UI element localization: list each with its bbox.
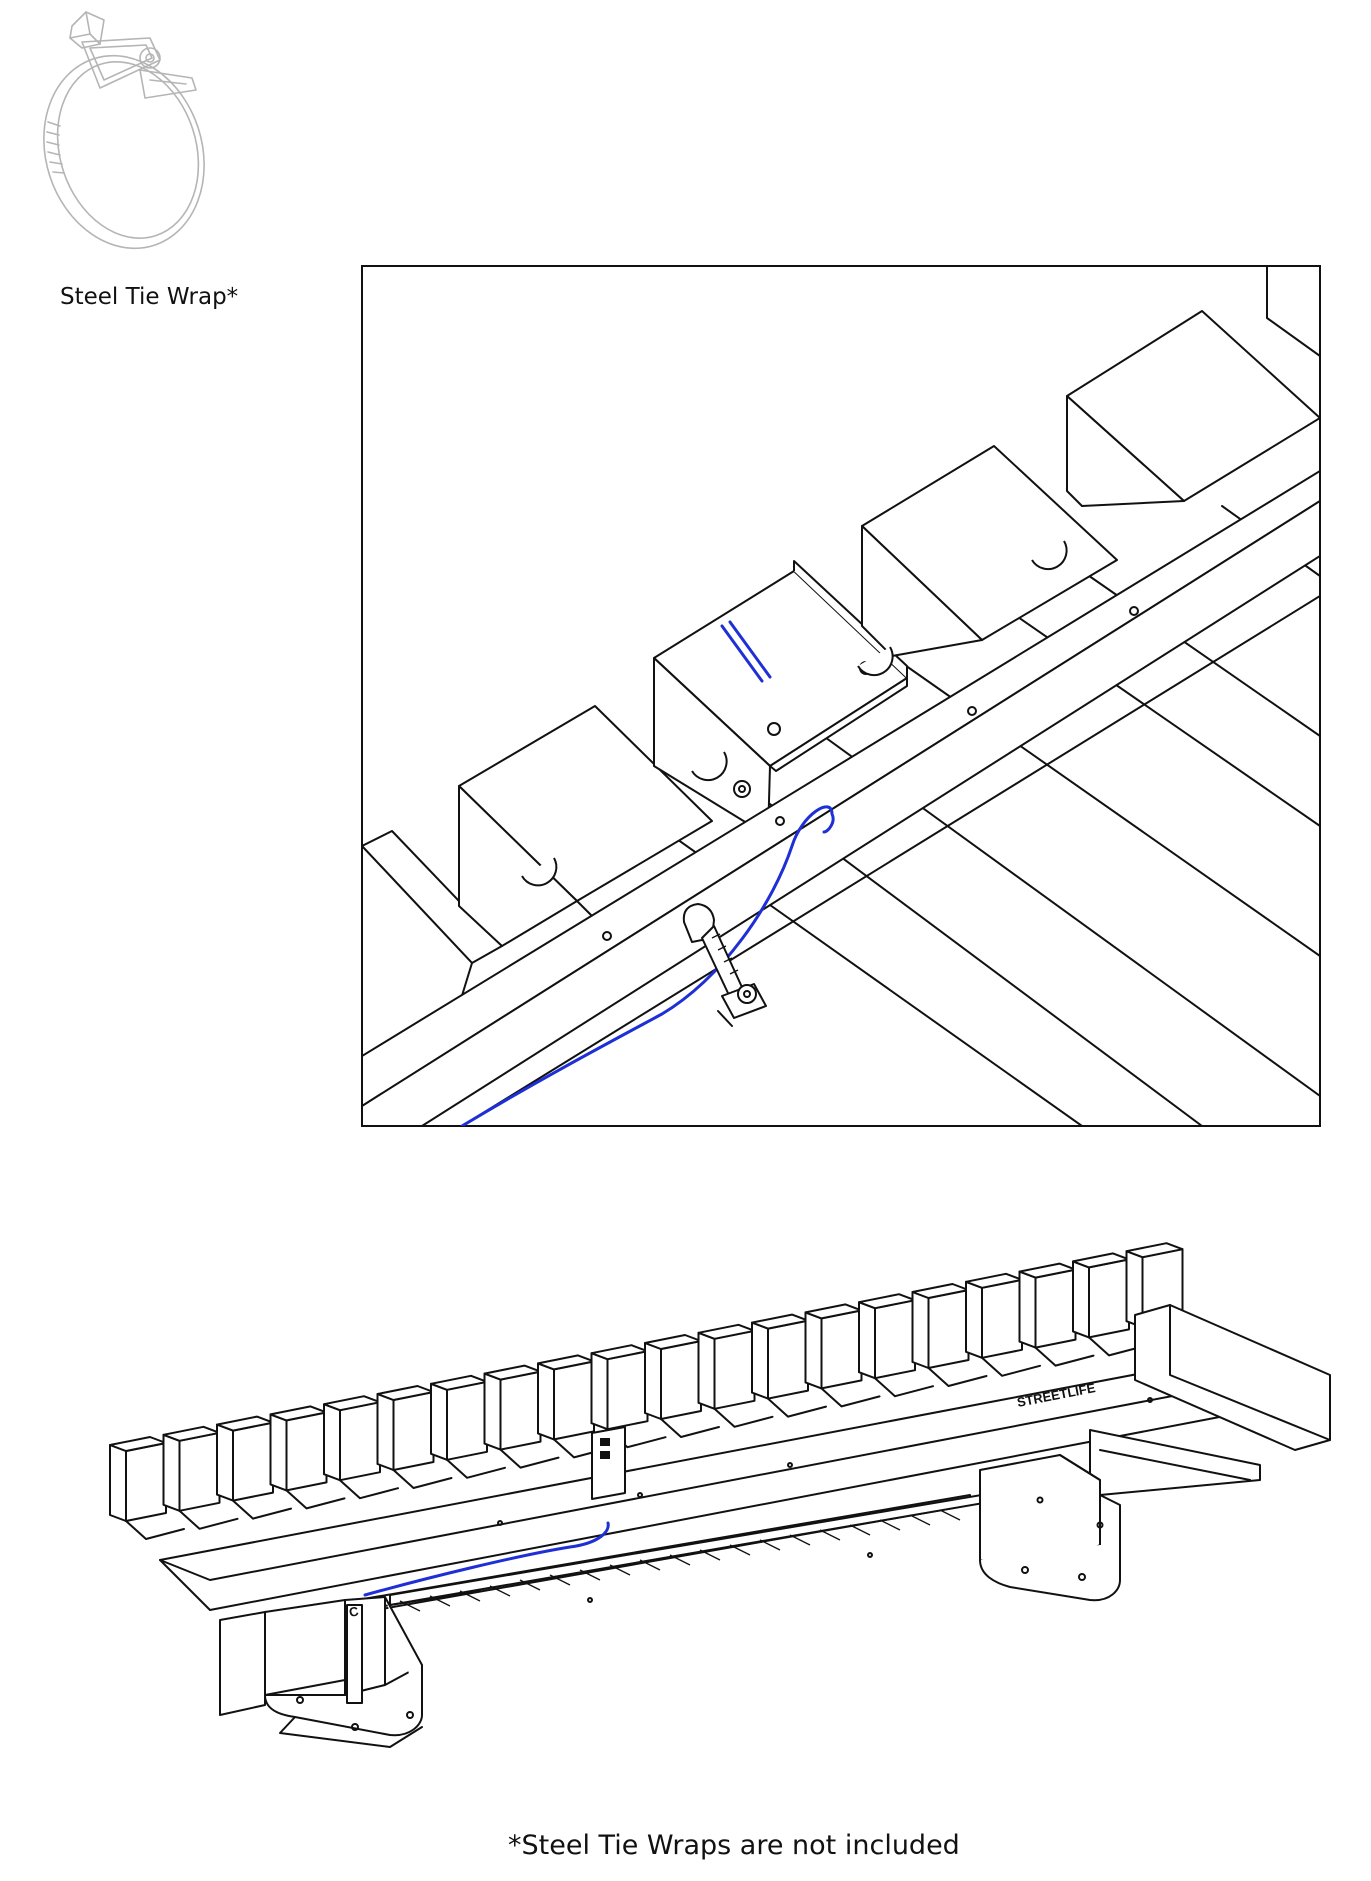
bench-slat: [323, 1395, 399, 1500]
bench-underside-view: STREETLIFE C: [100, 1242, 1340, 1755]
bench-slat: [590, 1344, 667, 1449]
bench-slat: [911, 1283, 988, 1387]
steel-tie-wrap-caption: Steel Tie Wrap*: [60, 284, 239, 310]
bench-slat: [216, 1415, 292, 1520]
bench-slat: [858, 1293, 934, 1398]
bench-slat: [376, 1385, 453, 1489]
bench-slat: [537, 1354, 613, 1459]
bench-cable: [363, 1521, 610, 1597]
bench-slat: [269, 1405, 346, 1510]
bench-slat: [109, 1436, 185, 1540]
cable-clamp-detail-view: [361, 265, 1322, 1128]
cable-clamp-detail: [361, 265, 1321, 1127]
bench-assembly-drawing: STREETLIFE C: [109, 1242, 1331, 1748]
bench-slat: [430, 1374, 506, 1479]
bench-slat: [483, 1364, 560, 1469]
bench-slat: [1018, 1262, 1095, 1367]
steel-tie-wrap-illustration: [0, 0, 260, 260]
cable: [460, 620, 835, 1126]
bench-slat: [1072, 1252, 1148, 1357]
bench-slat: [162, 1425, 239, 1530]
bench-slat: [644, 1334, 720, 1438]
steel-tie-wrap-icon: [43, 11, 205, 250]
bench-slat: [965, 1272, 1041, 1377]
bench-slat: [751, 1313, 827, 1418]
installed-tie-wrap-clamp: [682, 903, 767, 1027]
svg-text:C: C: [348, 1603, 361, 1620]
footnote-tie-wraps-not-included: *Steel Tie Wraps are not included: [508, 1830, 960, 1861]
bench-slat: [697, 1323, 774, 1428]
bench-slats: [109, 1242, 1202, 1540]
